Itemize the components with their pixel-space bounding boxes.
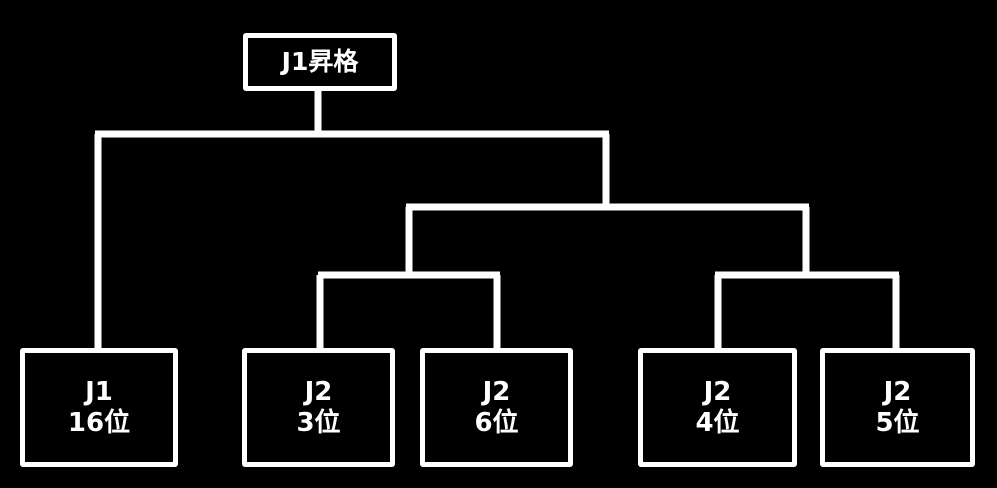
leaf-rank-label: 16位 [67,407,131,438]
leaf-league-label: J1 [85,376,113,407]
node-leaf-j2-5[interactable]: J2 5位 [820,348,975,467]
leaf-league-label: J2 [482,376,511,407]
node-leaf-j2-6[interactable]: J2 6位 [420,348,573,467]
node-leaf-j1-16[interactable]: J1 16位 [20,348,178,467]
leaf-league-label: J2 [883,376,912,407]
leaf-rank-label: 3位 [296,407,341,438]
champion-label: J1昇格 [281,47,359,77]
leaf-rank-label: 5位 [875,407,920,438]
leaf-league-label: J2 [703,376,732,407]
leaf-league-label: J2 [304,376,333,407]
leaf-rank-label: 4位 [695,407,740,438]
node-champion[interactable]: J1昇格 [243,33,397,91]
leaf-rank-label: 6位 [474,407,519,438]
node-leaf-j2-4[interactable]: J2 4位 [638,348,797,467]
node-leaf-j2-3[interactable]: J2 3位 [242,348,395,467]
